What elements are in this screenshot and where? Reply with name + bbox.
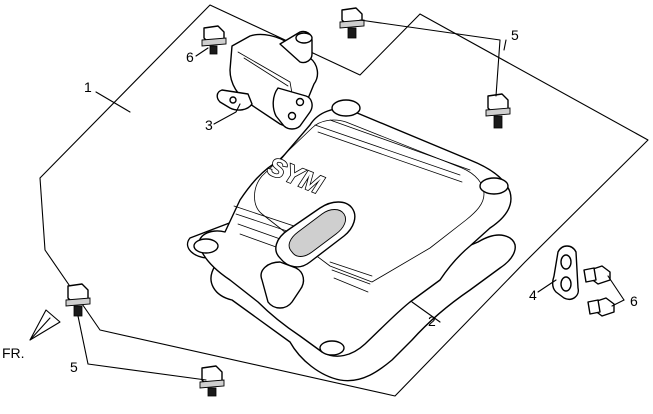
callout-5-bottom: 5: [70, 359, 78, 375]
assembly-boundary-frame: [39, 4, 649, 397]
callout-1: 1: [84, 79, 92, 95]
callout-6-right: 6: [630, 293, 638, 309]
cover-ribs: [233, 119, 471, 293]
front-direction-label: FR.: [2, 345, 25, 361]
bolt-boss-front: [319, 340, 345, 356]
callout-4: 4: [529, 287, 537, 303]
flange-bolt-right: [485, 93, 511, 129]
flange-bolt-bottom: [199, 365, 225, 397]
front-boss: [260, 261, 305, 309]
flange-bolt-top: [339, 7, 365, 39]
bolt-valve-mount: [201, 25, 227, 55]
cylinder-head-cover: [198, 108, 512, 357]
callout-6-top: 6: [186, 49, 194, 65]
breather-valve-assembly: [216, 30, 319, 130]
flange-bolt-left: [65, 283, 91, 317]
front-direction-arrow: [29, 309, 61, 341]
leader-lines: [77, 19, 625, 381]
callout-5-top: 5: [511, 27, 519, 43]
callout-2: 2: [428, 313, 436, 329]
bolt-boss-left: [193, 238, 219, 254]
callout-3: 3: [205, 117, 213, 133]
breather-opening-inner: [288, 209, 347, 257]
bolt-boss-rear: [331, 99, 361, 117]
small-gasket-plate: [551, 245, 579, 300]
cover-top-plateau: [254, 119, 485, 283]
bolt-gasket-upper: [583, 265, 611, 285]
bolt-gasket-lower: [587, 297, 615, 317]
bolt-boss-right: [479, 177, 509, 195]
